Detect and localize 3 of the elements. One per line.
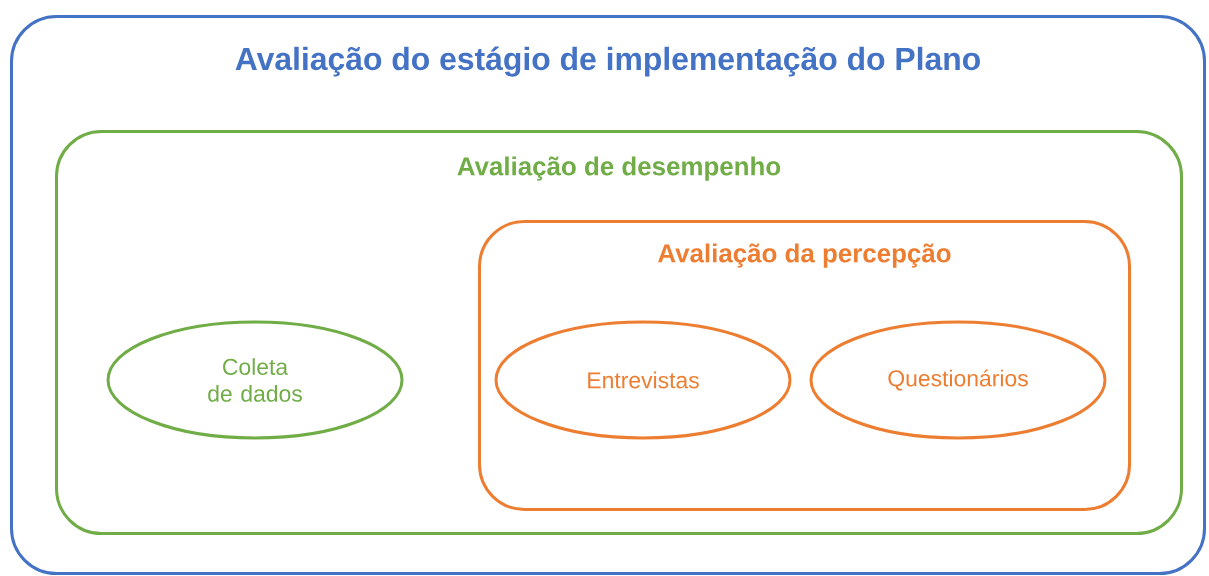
ellipse-node: Coleta de dados <box>106 320 404 440</box>
ellipse-node: Entrevistas <box>494 320 792 440</box>
ellipse-node: Questionários <box>809 320 1107 440</box>
